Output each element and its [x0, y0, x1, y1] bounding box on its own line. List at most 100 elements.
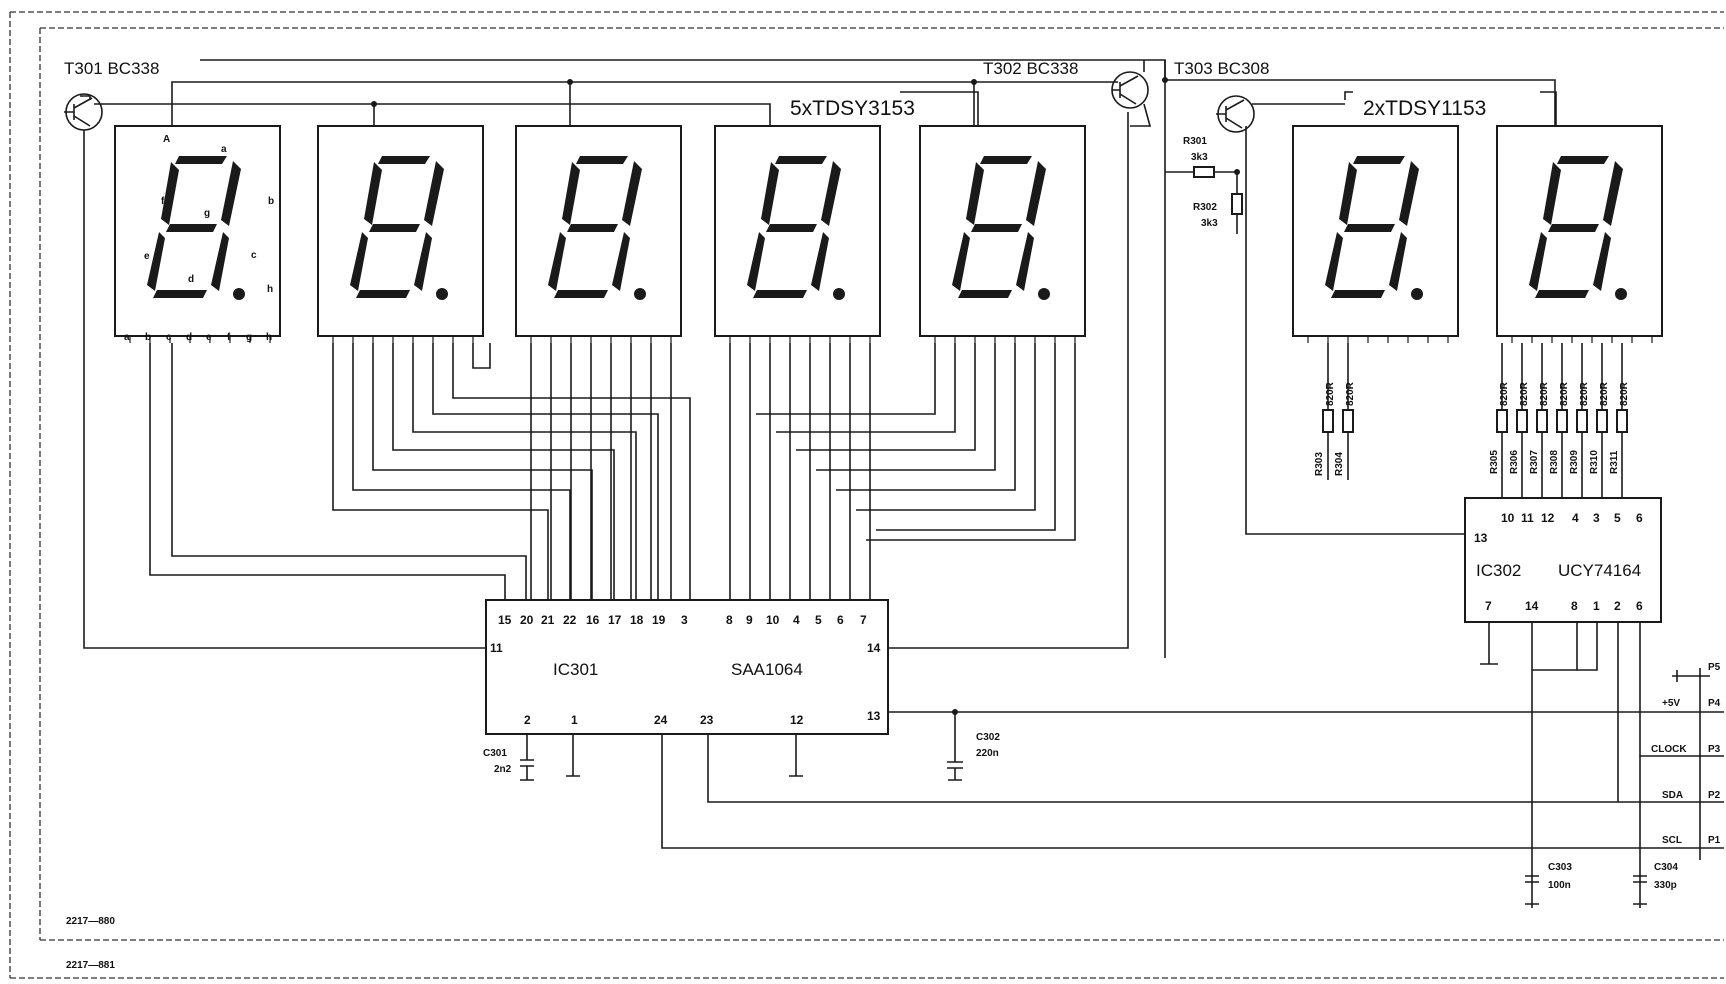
svg-text:+5V: +5V	[1662, 698, 1680, 709]
capacitor-c303: C303 100n	[1525, 862, 1572, 905]
svg-text:17: 17	[608, 613, 622, 627]
svg-text:6: 6	[837, 613, 844, 627]
pin-label-c: c	[166, 332, 172, 343]
resistors-driver-group-2	[1322, 343, 1628, 498]
ic301-name: IC301	[553, 660, 598, 679]
display-group-2-label: 2xTDSY1153	[1363, 97, 1486, 120]
pin-label-f: f	[227, 332, 231, 343]
ic302-name: IC302	[1476, 561, 1521, 580]
svg-text:330p: 330p	[1654, 880, 1677, 891]
svg-text:9: 9	[746, 613, 753, 627]
t301-label: T301 BC338	[64, 59, 159, 78]
svg-text:C303: C303	[1548, 862, 1572, 873]
display-digit-4	[714, 125, 881, 344]
svg-text:820R: 820R	[1619, 381, 1630, 406]
svg-text:C304: C304	[1654, 862, 1678, 873]
svg-text:7: 7	[860, 613, 867, 627]
svg-text:R305: R305	[1489, 450, 1500, 474]
transistor-t302	[1111, 71, 1149, 109]
junction-dots	[371, 77, 1240, 715]
svg-text:6: 6	[1636, 511, 1643, 525]
transistor-t301	[64, 93, 103, 131]
ic302-wiring	[1480, 622, 1724, 908]
t303-label: T303 BC308	[1174, 59, 1269, 78]
svg-text:820R: 820R	[1499, 381, 1510, 406]
capacitor-c302: C302 220n	[947, 732, 1000, 781]
svg-text:2: 2	[1614, 599, 1621, 613]
svg-text:R306: R306	[1509, 450, 1520, 474]
svg-text:4: 4	[793, 613, 800, 627]
svg-text:820R: 820R	[1559, 381, 1570, 406]
seg-label-a: a	[221, 144, 227, 155]
seg-label-c: c	[251, 250, 257, 261]
pin-label-d: d	[186, 332, 192, 343]
svg-text:1: 1	[1593, 599, 1600, 613]
svg-text:7: 7	[1485, 599, 1492, 613]
pin-label-a: a	[124, 332, 130, 343]
svg-text:820R: 820R	[1519, 381, 1530, 406]
pin-label-e: e	[206, 332, 212, 343]
segment-bus-wiring	[149, 343, 1076, 600]
capacitor-c301: C301 2n2	[483, 748, 534, 781]
svg-text:R311: R311	[1609, 450, 1620, 474]
display-digit-6	[1292, 125, 1459, 344]
svg-text:R302: R302	[1193, 202, 1217, 213]
resistor-r302: R302 3k3	[1193, 193, 1243, 234]
svg-text:220n: 220n	[976, 748, 999, 759]
display-digit-5	[919, 125, 1086, 344]
anode-label: A	[163, 134, 170, 145]
display-digit-2	[317, 125, 484, 344]
svg-text:P5: P5	[1708, 662, 1721, 673]
svg-text:8: 8	[1571, 599, 1578, 613]
svg-text:P3: P3	[1708, 744, 1721, 755]
svg-text:820R: 820R	[1579, 381, 1590, 406]
svg-text:15: 15	[498, 613, 512, 627]
svg-text:13: 13	[867, 709, 881, 723]
svg-text:820R: 820R	[1599, 381, 1610, 406]
svg-text:820R: 820R	[1325, 381, 1336, 406]
svg-text:P1: P1	[1708, 835, 1721, 846]
svg-text:R304: R304	[1334, 452, 1345, 476]
ic301-side-wiring	[83, 112, 1724, 849]
svg-text:SCL: SCL	[1662, 835, 1682, 846]
segment-labels: a b c d e f g h A a b c d e f g h	[124, 134, 274, 343]
svg-text:22: 22	[563, 613, 577, 627]
svg-text:12: 12	[790, 713, 804, 727]
pin-label-h: h	[266, 332, 272, 343]
svg-text:1: 1	[571, 713, 578, 727]
svg-text:20: 20	[520, 613, 534, 627]
transistor-t303	[1216, 95, 1255, 133]
ic302: IC302 UCY74164 10 11 12 4 3 5 6 13 7 14 …	[1464, 497, 1662, 623]
svg-text:R309: R309	[1569, 450, 1580, 474]
svg-text:100n: 100n	[1548, 880, 1571, 891]
svg-text:14: 14	[1525, 599, 1539, 613]
svg-text:R303: R303	[1314, 452, 1325, 476]
svg-text:10: 10	[766, 613, 780, 627]
svg-text:16: 16	[586, 613, 600, 627]
svg-text:3k3: 3k3	[1191, 152, 1208, 163]
resistor-r301: R301 3k3	[1165, 136, 1238, 194]
group-brackets	[900, 91, 1557, 126]
svg-text:14: 14	[867, 641, 881, 655]
display-digit-7	[1496, 125, 1663, 344]
pin-label-g: g	[246, 332, 252, 343]
pin-label-b: b	[145, 332, 151, 343]
svg-text:4: 4	[1572, 511, 1579, 525]
display-group-1-label: 5xTDSY3153	[790, 97, 915, 120]
svg-text:8: 8	[726, 613, 733, 627]
svg-text:SDA: SDA	[1662, 790, 1683, 801]
drawing-number-outer: 2217—881	[66, 960, 115, 971]
resistor-labels: 820R 820R R303 R304 820R 820R 820R 820R …	[1314, 381, 1630, 476]
drawing-number-inner: 2217—880	[66, 916, 115, 927]
svg-text:3k3: 3k3	[1201, 218, 1218, 229]
svg-text:P2: P2	[1708, 790, 1721, 801]
ic301-part: SAA1064	[731, 660, 803, 679]
drawing-frame	[9, 11, 1724, 979]
svg-text:R301: R301	[1183, 136, 1207, 147]
top-wiring	[80, 59, 1556, 658]
svg-text:11: 11	[490, 641, 503, 655]
svg-text:CLOCK: CLOCK	[1651, 744, 1687, 755]
svg-text:R308: R308	[1549, 450, 1560, 474]
t302-label: T302 BC338	[983, 59, 1078, 78]
